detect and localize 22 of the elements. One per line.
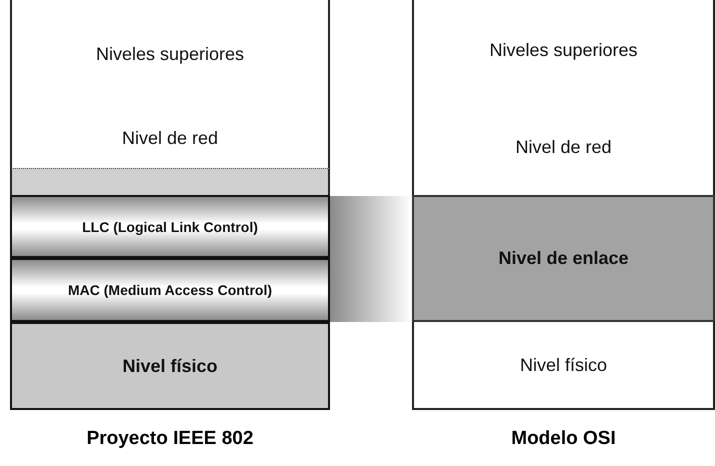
layer-label: Nivel físico	[520, 354, 608, 376]
stack-caption: Proyecto IEEE 802	[86, 428, 254, 450]
layer-label: Nivel físico	[122, 356, 218, 376]
layer-label: LLC (Logical Link Control)	[82, 218, 258, 234]
layer-label: Nivel de enlace	[498, 248, 629, 269]
sublayer-box	[10, 258, 330, 322]
mapping-band	[330, 196, 412, 322]
layer-box	[412, 100, 715, 195]
layer-label: Nivel de red	[515, 137, 612, 158]
layer-box	[10, 0, 330, 108]
layer-box	[412, 0, 715, 100]
layer-box	[10, 108, 330, 168]
layer-box	[10, 322, 330, 410]
sublayer-box	[10, 195, 330, 258]
layer-box	[412, 195, 715, 322]
layer-label: Niveles superiores	[96, 44, 244, 64]
sublayer-bar	[10, 168, 330, 195]
layer-label: Nivel de red	[122, 128, 218, 148]
layer-label: Niveles superiores	[489, 40, 638, 60]
layer-label: MAC (Medium Access Control)	[68, 282, 272, 298]
layer-box	[412, 322, 715, 410]
stack-caption: Modelo OSI	[510, 428, 617, 450]
